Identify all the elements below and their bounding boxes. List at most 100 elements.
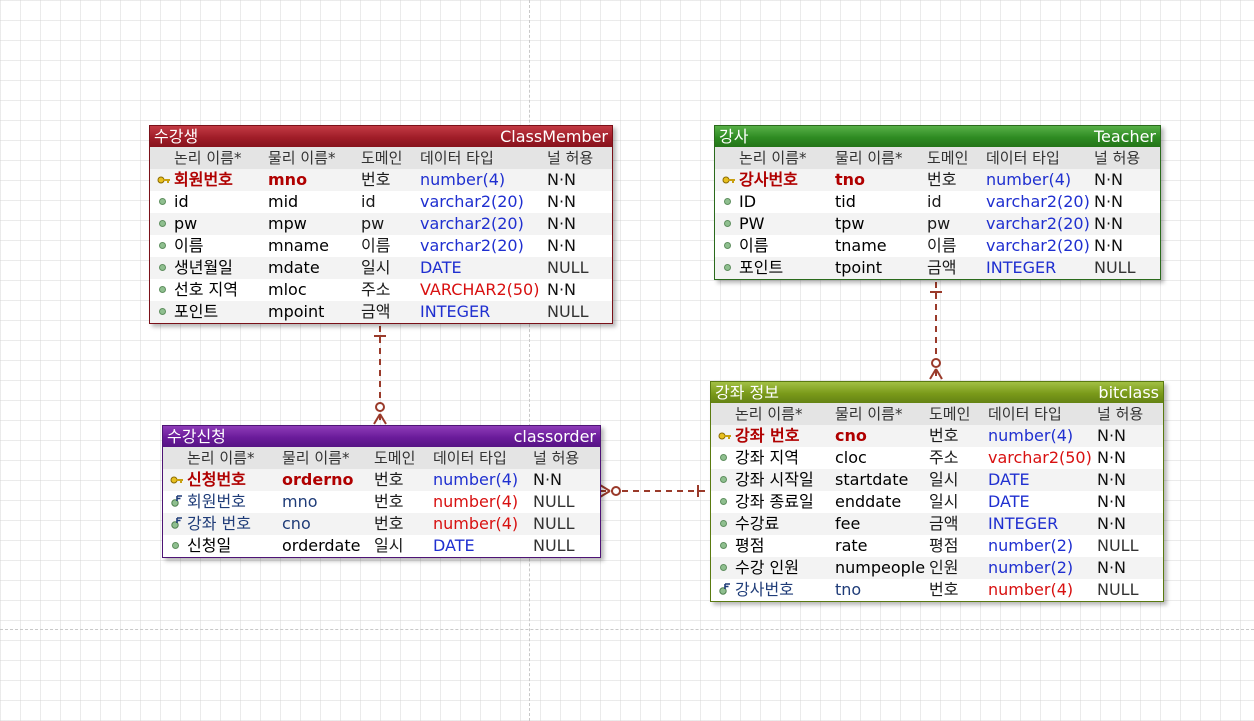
attribute-dot-icon — [157, 235, 169, 257]
domain-name: 번호 — [929, 580, 959, 599]
physical-name: rate — [835, 536, 868, 555]
data-type: INTEGER — [420, 302, 491, 321]
nullable-flag: N·N — [1097, 426, 1127, 445]
physical-name: enddate — [835, 492, 902, 511]
nullable-flag: N·N — [1097, 448, 1127, 467]
entity-classorder[interactable]: 수강신청 classorder 논리 이름* 물리 이름* 도메인 데이터 타입… — [162, 425, 601, 558]
header-physical-name: 물리 이름* — [835, 405, 903, 423]
entity-title-bar[interactable]: 강좌 정보 bitclass — [711, 382, 1163, 403]
attribute-dot-icon — [718, 557, 730, 579]
data-type: DATE — [433, 536, 475, 555]
header-physical-name: 물리 이름* — [268, 149, 336, 167]
nullable-flag: N·N — [1097, 514, 1127, 533]
physical-name: numpeople — [835, 558, 926, 577]
domain-name: 일시 — [929, 492, 959, 511]
attribute-dot-icon — [718, 447, 730, 469]
logical-name: 수강료 — [735, 514, 780, 533]
data-type: number(2) — [988, 536, 1074, 555]
relationship-teacher-bitclass[interactable] — [929, 282, 943, 380]
entity-teacher[interactable]: 강사 Teacher 논리 이름* 물리 이름* 도메인 데이터 타입 널 허용… — [714, 125, 1161, 280]
logical-name: 포인트 — [174, 302, 219, 321]
entity-name-ko: 수강신청 — [167, 427, 226, 446]
header-logical-name: 논리 이름* — [187, 449, 255, 467]
entity-title-bar[interactable]: 강사 Teacher — [715, 126, 1160, 147]
logical-name: pw — [174, 214, 198, 233]
data-type: varchar2(20) — [986, 192, 1090, 211]
header-logical-name: 논리 이름* — [735, 405, 803, 423]
nullable-flag: NULL — [533, 492, 575, 511]
nullable-flag: NULL — [1097, 536, 1139, 555]
nullable-flag: NULL — [533, 514, 575, 533]
canvas-guide-horizontal — [0, 629, 1254, 630]
logical-name: 생년월일 — [174, 258, 233, 277]
entity-name-en: ClassMember — [500, 127, 608, 146]
physical-name: tname — [835, 236, 887, 255]
physical-name: mno — [268, 170, 308, 189]
attribute-dot-icon — [722, 257, 734, 279]
nullable-flag: N·N — [547, 236, 577, 255]
domain-name: 주소 — [929, 448, 959, 467]
header-nullable: 널 허용 — [547, 149, 594, 167]
logical-name: 강좌 번호 — [187, 514, 251, 533]
physical-name: orderno — [282, 470, 354, 489]
header-datatype: 데이터 타입 — [986, 149, 1060, 167]
relationship-bitclass-classorder[interactable] — [599, 484, 710, 498]
primary-key-icon — [718, 425, 731, 447]
logical-name: 회원번호 — [174, 170, 233, 189]
header-datatype: 데이터 타입 — [433, 449, 507, 467]
attribute-dot-icon — [157, 301, 169, 323]
logical-name: 평점 — [735, 536, 765, 555]
header-nullable: 널 허용 — [1097, 405, 1144, 423]
logical-name: 이름 — [739, 236, 769, 255]
domain-name: 일시 — [374, 536, 404, 555]
column-header-row: 논리 이름* 물리 이름* 도메인 데이터 타입 널 허용 — [715, 147, 1160, 169]
entity-bitclass[interactable]: 강좌 정보 bitclass 논리 이름* 물리 이름* 도메인 데이터 타입 … — [710, 381, 1164, 602]
entity-title-bar[interactable]: 수강생 ClassMember — [150, 126, 612, 147]
domain-name: 금액 — [361, 302, 391, 321]
attribute-dot-icon — [157, 279, 169, 301]
domain-name: 번호 — [374, 470, 404, 489]
entity-classmember[interactable]: 수강생 ClassMember 논리 이름* 물리 이름* 도메인 데이터 타입… — [149, 125, 613, 324]
data-type: varchar2(20) — [986, 214, 1090, 233]
logical-name: 포인트 — [739, 258, 784, 277]
nullable-flag: NULL — [547, 302, 589, 321]
header-nullable: 널 허용 — [1094, 149, 1141, 167]
attribute-dot-icon — [722, 213, 734, 235]
header-physical-name: 물리 이름* — [282, 449, 350, 467]
column-header-row: 논리 이름* 물리 이름* 도메인 데이터 타입 널 허용 — [150, 147, 612, 169]
entity-name-en: Teacher — [1093, 127, 1156, 146]
entity-title-bar[interactable]: 수강신청 classorder — [163, 426, 600, 447]
relationship-classmember-classorder[interactable] — [373, 326, 387, 425]
domain-name: 일시 — [929, 470, 959, 489]
physical-name: orderdate — [282, 536, 361, 555]
physical-name: mid — [268, 192, 299, 211]
physical-name: startdate — [835, 470, 909, 489]
